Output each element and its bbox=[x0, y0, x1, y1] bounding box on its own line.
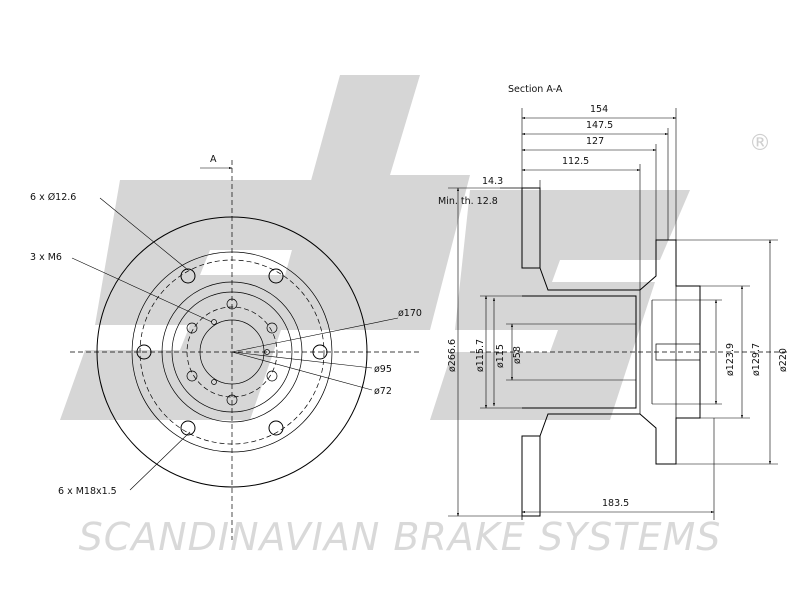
leader-72 bbox=[231, 351, 373, 391]
dim-115-label: ø115 bbox=[495, 344, 506, 368]
pcd-95-circle bbox=[186, 306, 278, 398]
disc-ring-bottom bbox=[521, 435, 541, 517]
front-view: A 6 x Ø12.6 3 x M6 6 x M18x1.5 ø170 ø95 … bbox=[30, 154, 422, 540]
stud-hole bbox=[226, 394, 238, 406]
dia-72-label: ø72 bbox=[374, 386, 392, 397]
dim-58-label: ø58 bbox=[512, 346, 523, 364]
sbs-watermark-logo: ® bbox=[60, 75, 771, 420]
leader-170 bbox=[231, 317, 399, 353]
bolt-hole bbox=[268, 420, 284, 436]
bolt-hole bbox=[312, 344, 328, 360]
stud-hole bbox=[186, 370, 198, 382]
dim-154-label: 154 bbox=[590, 104, 608, 115]
stud-hole bbox=[226, 298, 238, 310]
bore-72-circle bbox=[199, 319, 265, 385]
dia-170-label: ø170 bbox=[398, 308, 422, 319]
dim-123-9-label: ø123.9 bbox=[725, 343, 736, 376]
dim-147-5-label: 147.5 bbox=[586, 120, 613, 131]
view-arrow-label: A bbox=[210, 154, 217, 165]
section-title: Section A-A bbox=[508, 84, 563, 95]
dia-95-label: ø95 bbox=[374, 364, 392, 375]
bolt-hole bbox=[180, 268, 196, 284]
disc-outer-circle bbox=[96, 216, 368, 488]
company-name: SCANDINAVIAN BRAKE SYSTEMS bbox=[79, 515, 722, 559]
stud-hole bbox=[266, 370, 278, 382]
dim-127-label: 127 bbox=[586, 136, 604, 147]
thread-holes bbox=[211, 319, 270, 385]
dim-112-5-label: 112.5 bbox=[562, 156, 589, 167]
hub-flange-circle bbox=[131, 251, 333, 453]
stud bbox=[655, 343, 701, 361]
dim-183-5-label: 183.5 bbox=[602, 498, 629, 509]
min-thickness-label: Min. th. 12.8 bbox=[438, 196, 498, 207]
stud-hole bbox=[186, 322, 198, 334]
thread-hole bbox=[264, 349, 270, 355]
stud-holes bbox=[186, 298, 278, 406]
hub-circle-170 bbox=[161, 281, 303, 423]
bolt-holes bbox=[136, 268, 328, 436]
hub-circle-inner bbox=[171, 291, 293, 413]
dim-14-3-label: 14.3 bbox=[482, 176, 503, 187]
bolt-hole bbox=[136, 344, 152, 360]
threads-label: 3 x M6 bbox=[30, 252, 62, 263]
leader-bolt-holes bbox=[99, 197, 189, 271]
studs-label: 6 x M18x1.5 bbox=[58, 486, 117, 497]
bolt-hole bbox=[180, 420, 196, 436]
dim-220-label: ø220 bbox=[778, 348, 789, 372]
leader-95 bbox=[231, 351, 373, 369]
stud-hole bbox=[266, 322, 278, 334]
bolt-hole bbox=[268, 268, 284, 284]
leader-threads bbox=[71, 257, 213, 323]
bolt-pattern-circle bbox=[139, 259, 325, 445]
section-view: Section A-A 154 147.5 127 112.5 14.3 bbox=[438, 84, 790, 520]
dim-115-7-label: ø115.7 bbox=[475, 339, 486, 372]
dim-129-7-label: ø129.7 bbox=[751, 343, 762, 376]
hub-bore bbox=[522, 295, 637, 409]
registered-mark: ® bbox=[749, 131, 771, 156]
dim-266-6-label: ø266.6 bbox=[447, 339, 458, 372]
leader-studs bbox=[129, 431, 191, 491]
bolt-holes-label: 6 x Ø12.6 bbox=[30, 192, 76, 203]
thread-hole bbox=[211, 379, 217, 385]
